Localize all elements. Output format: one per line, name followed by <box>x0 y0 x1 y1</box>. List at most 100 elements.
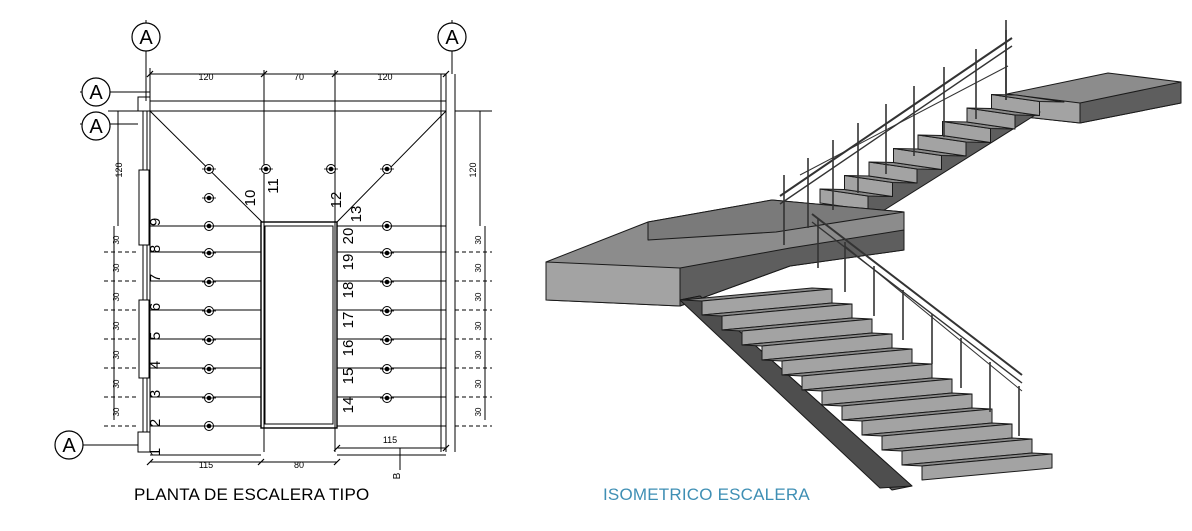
grid-axis-label: A <box>62 435 76 457</box>
mid-rail <box>799 65 1009 176</box>
lower-step <box>861 422 1013 451</box>
dim-label: 30 <box>112 407 121 416</box>
cut-label: B <box>392 472 403 479</box>
upper-step <box>942 121 1016 143</box>
lower-step <box>881 437 1033 466</box>
dim-label: 30 <box>112 292 121 301</box>
upper-step <box>868 161 942 184</box>
baluster-post <box>202 393 216 403</box>
grid-axis-bubble: A <box>131 22 161 52</box>
dim-label: 30 <box>474 321 483 330</box>
dim-label: 120 <box>114 162 124 177</box>
dim-tick <box>442 444 450 452</box>
baluster-post <box>202 248 216 258</box>
handrail <box>779 37 1013 197</box>
dim-label: 30 <box>112 350 121 359</box>
step-number: 1 <box>147 448 164 456</box>
step-number: 10 <box>242 190 259 207</box>
dim-label: 30 <box>474 379 483 388</box>
dim-tick <box>146 70 154 78</box>
mid-landing-raise <box>647 199 905 241</box>
baluster-post <box>380 306 394 316</box>
lower-step <box>761 347 913 376</box>
step-number: 5 <box>147 332 164 340</box>
step-number: 4 <box>147 361 164 369</box>
baluster-post <box>202 421 216 431</box>
grid-axis-bubble: A <box>437 22 467 52</box>
mid-landing-front <box>545 261 681 307</box>
step-number: 13 <box>348 206 365 223</box>
step-number: 6 <box>147 303 164 311</box>
step-number: 11 <box>265 178 282 194</box>
isometric-title: ISOMETRICO ESCALERA <box>603 485 810 504</box>
dim-label: 30 <box>112 235 121 244</box>
dim-label: 30 <box>474 235 483 244</box>
step-number: 19 <box>340 254 357 271</box>
lower-step <box>901 452 1053 481</box>
dim-label: 30 <box>474 263 483 272</box>
step-number: 7 <box>147 274 164 282</box>
grid-axis-bubble: A <box>54 430 84 460</box>
dim-label: 30 <box>112 321 121 330</box>
baluster-post <box>202 335 216 345</box>
dim-label: 115 <box>383 435 397 445</box>
step-number: 12 <box>328 192 345 209</box>
dim-label: 30 <box>474 350 483 359</box>
dim-label: 30 <box>112 263 121 272</box>
dim-label: 80 <box>294 460 304 470</box>
dim-label: 30 <box>474 407 483 416</box>
lower-flight-soffit <box>679 295 913 489</box>
grid-axis-bubble: A <box>81 111 111 141</box>
grid-axis-label: A <box>89 82 103 104</box>
baluster-post <box>380 221 394 231</box>
baluster-post <box>380 248 394 258</box>
dim-tick <box>260 70 268 78</box>
step-number: 8 <box>147 245 164 253</box>
upper-step <box>991 94 1065 116</box>
step-number: 16 <box>340 340 357 357</box>
dim-label: 30 <box>112 379 121 388</box>
baluster-post <box>202 364 216 374</box>
baluster-post <box>259 164 273 174</box>
dim-tick <box>331 70 339 78</box>
upper-step <box>966 107 1040 130</box>
lower-step <box>841 407 993 436</box>
dim-tick <box>442 70 450 78</box>
baluster-post <box>380 164 394 174</box>
dim-label: 30 <box>474 292 483 301</box>
step-number: 3 <box>147 390 164 398</box>
baluster-post <box>202 193 216 203</box>
handrail-lower <box>811 221 1023 384</box>
dim-tick <box>333 458 341 466</box>
grid-axis-label: A <box>139 27 153 49</box>
step-number: 9 <box>147 218 164 226</box>
dim-label: 120 <box>198 72 213 82</box>
plan-title: PLANTA DE ESCALERA TIPO <box>134 485 370 504</box>
step-number: 15 <box>340 368 357 385</box>
dim-tick <box>333 444 341 452</box>
dim-label: 115 <box>199 460 213 470</box>
dim-label: 120 <box>468 162 478 177</box>
step-number: 20 <box>340 228 357 245</box>
upper-step <box>844 175 918 197</box>
baluster-post <box>202 306 216 316</box>
baluster-post <box>324 164 338 174</box>
plan-view <box>56 20 492 470</box>
dim-tick <box>146 458 154 466</box>
baluster-post <box>202 164 216 174</box>
grid-axis-label: A <box>89 116 103 138</box>
grid-axis-label: A <box>445 27 459 49</box>
baluster-post <box>380 393 394 403</box>
dim-label: 120 <box>377 72 392 82</box>
step-number: 18 <box>340 282 357 299</box>
grid-axis-bubble: A <box>81 77 111 107</box>
isometric-view <box>545 20 1182 491</box>
baluster-post <box>202 221 216 231</box>
mid-rail <box>844 245 1023 392</box>
baluster-post <box>380 364 394 374</box>
upper-step <box>917 134 991 157</box>
step-number: 17 <box>340 312 357 329</box>
